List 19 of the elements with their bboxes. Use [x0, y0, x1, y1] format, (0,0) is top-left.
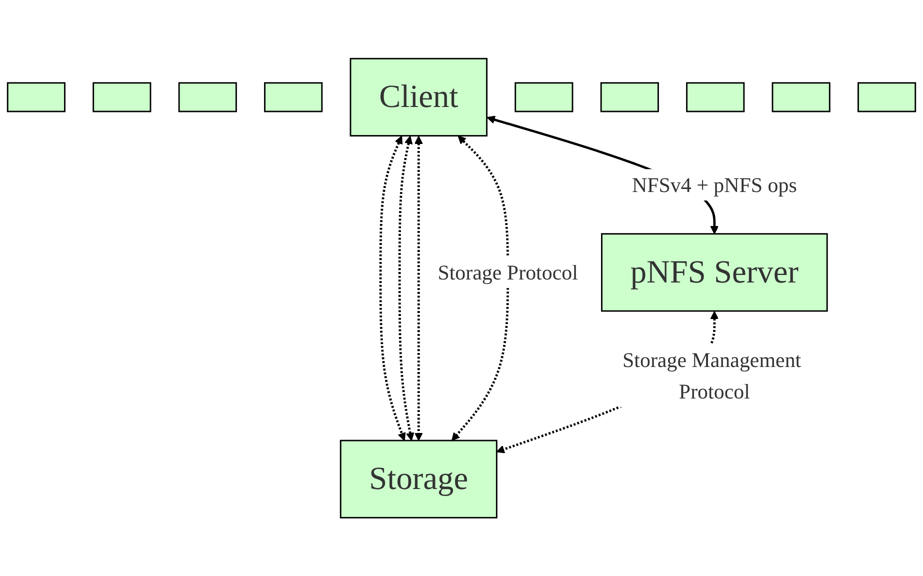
edge-label: Storage Management Protocol — [622, 348, 802, 404]
node-box: Storage — [340, 440, 498, 518]
arrow — [414, 136, 423, 441]
arrow — [398, 136, 414, 441]
node-box — [6, 82, 66, 112]
node-box: Client — [350, 58, 488, 136]
node-box — [686, 82, 745, 112]
edge-label: Storage Protocol — [438, 260, 578, 284]
node-box — [264, 82, 323, 112]
node-box — [600, 82, 659, 112]
arrow — [452, 136, 509, 441]
edge-label: NFSv4 + pNFS ops — [632, 172, 797, 197]
node-box — [514, 82, 574, 112]
node-box — [92, 82, 152, 112]
node-box: pNFS Server — [601, 233, 828, 312]
node-box — [858, 82, 916, 112]
node-box — [772, 82, 830, 112]
node-box — [178, 82, 237, 112]
arrow — [379, 136, 406, 441]
